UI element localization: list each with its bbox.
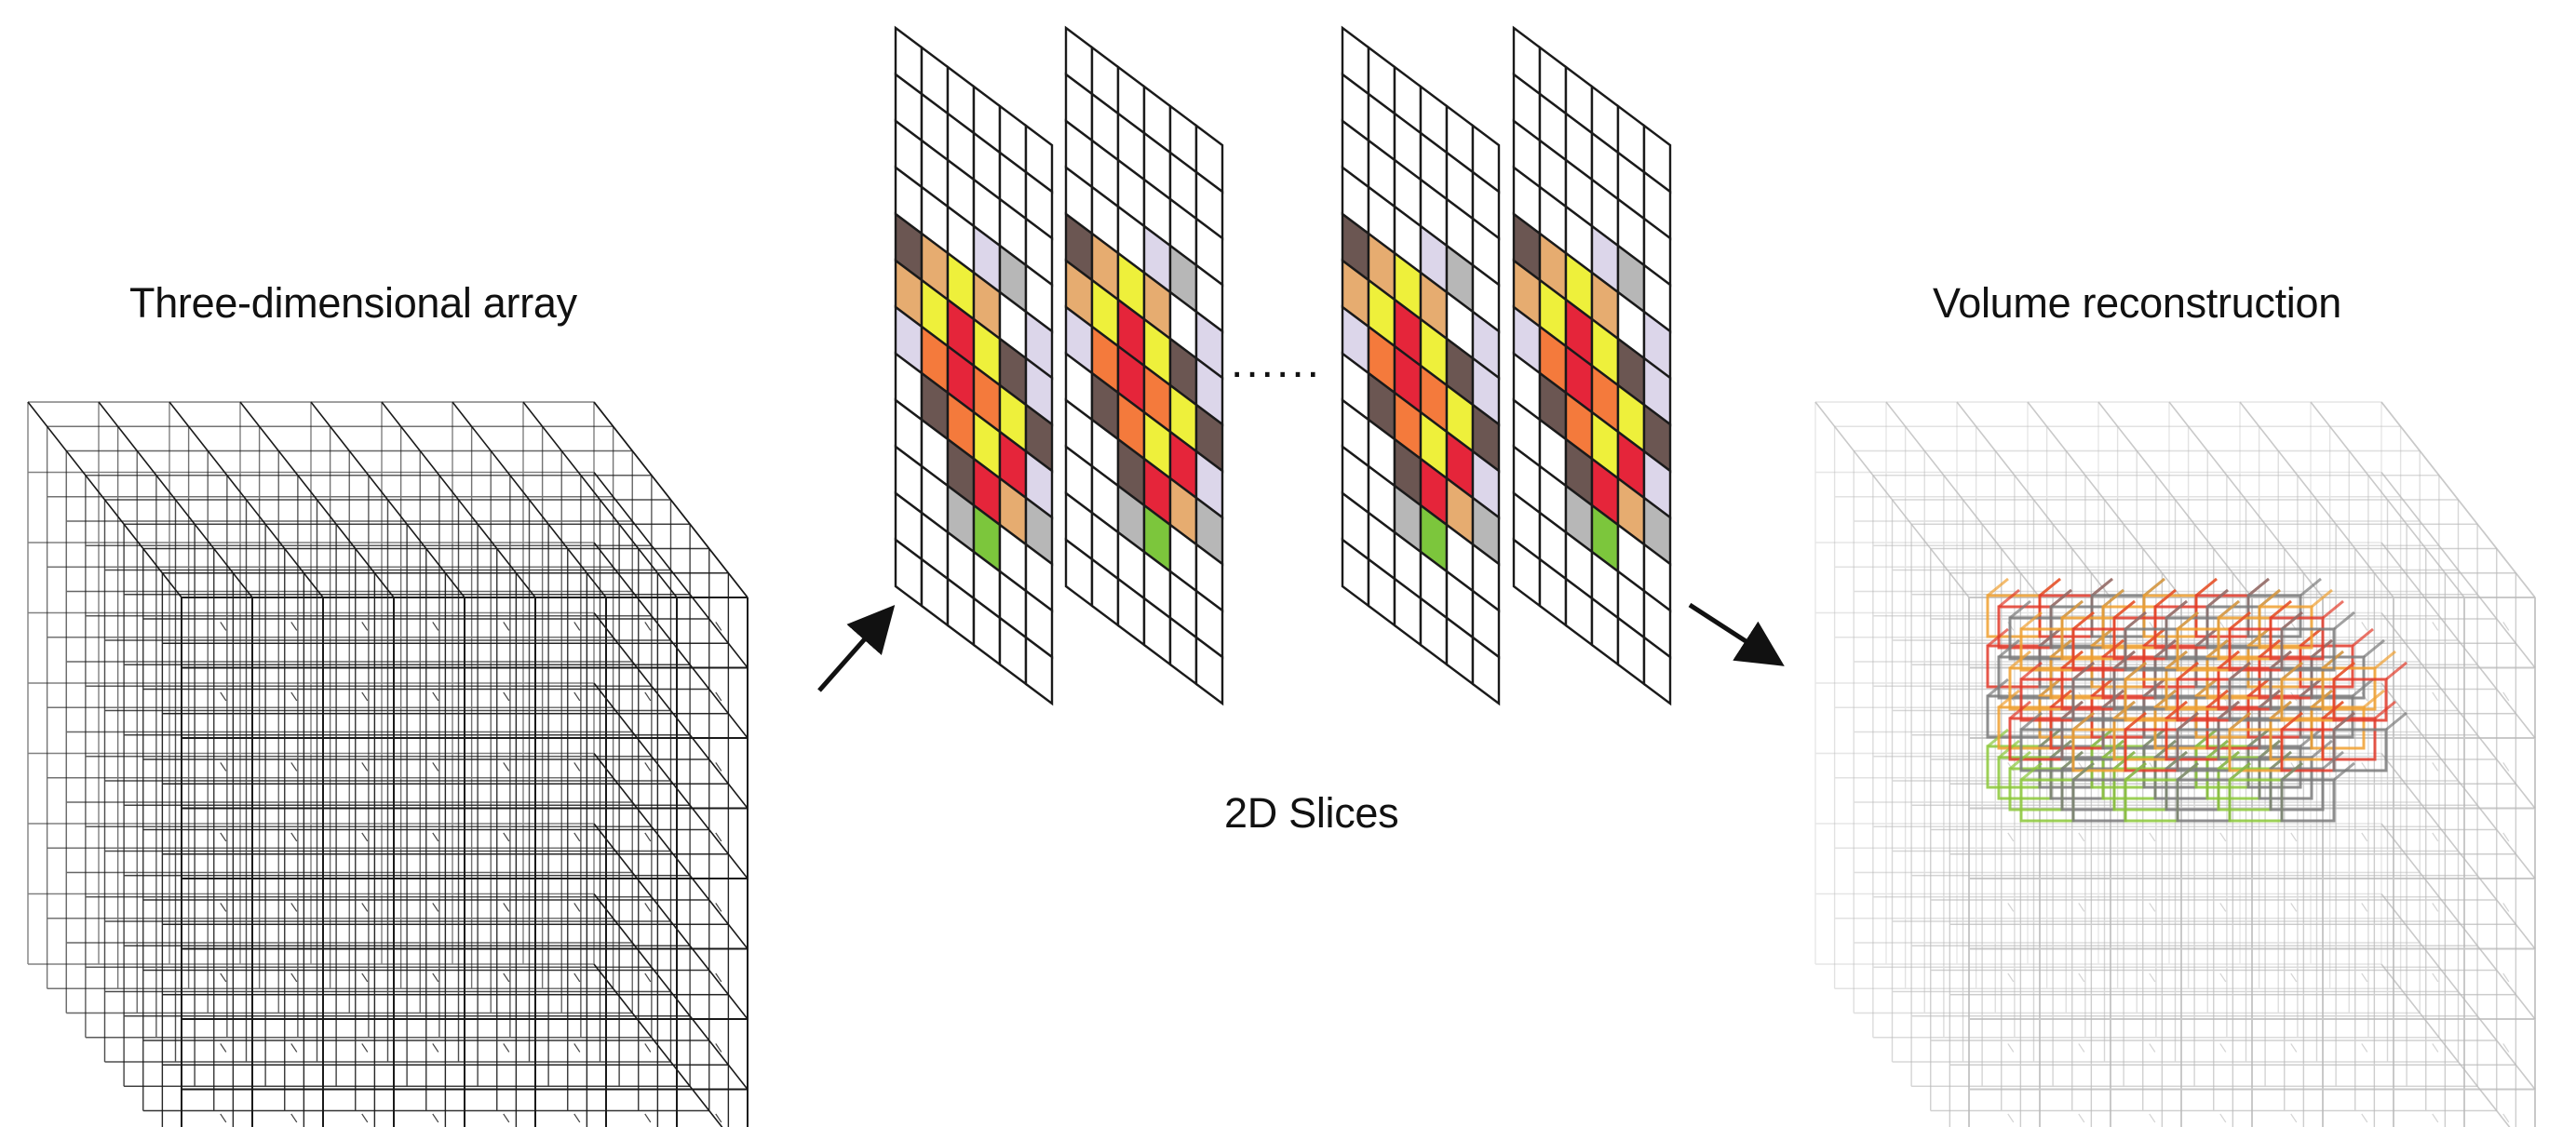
slice-cell [1471, 635, 1501, 706]
reconstructed-voxels [1986, 577, 2407, 823]
cube-layer [46, 425, 614, 989]
cube-front-face [1968, 597, 2536, 1127]
cube-depth-edges [27, 401, 749, 1127]
slice-cell [1024, 635, 1054, 706]
cube-layer [1910, 523, 2478, 1087]
cube-interior-ticks [220, 622, 722, 1123]
cube-layer [65, 449, 633, 1014]
cube-front-face [181, 597, 749, 1127]
cube-layer [123, 523, 691, 1087]
three-dimensional-array-label: Three-dimensional array [129, 279, 577, 327]
slice-1 [894, 25, 1054, 706]
slice-3 [1341, 25, 1501, 706]
cube-layer [27, 401, 595, 965]
cube-layer [161, 572, 730, 1127]
2d-slices-label: 2D Slices [1224, 789, 1399, 837]
cube-layer [103, 499, 672, 1063]
slice-cell [1194, 635, 1224, 706]
volume-reconstruction-cube [1814, 401, 2536, 1127]
slice-4 [1512, 25, 1672, 706]
slices-group [894, 25, 1672, 706]
slice-cell [1642, 635, 1672, 706]
cube-layer [85, 475, 653, 1039]
three-dimensional-array-cube [27, 401, 749, 1127]
arrow-down-right-icon [1688, 602, 1785, 666]
cube-layer [1930, 547, 2498, 1112]
cube-layer [1814, 401, 2382, 965]
arrow-up-right-icon [817, 605, 896, 692]
cube-depth-edges [1814, 401, 2536, 1127]
slice-2 [1064, 25, 1224, 706]
ellipsis-label: ...... [1231, 338, 1323, 387]
volume-reconstruction-label: Volume reconstruction [1933, 279, 2341, 327]
cube-layer [142, 547, 710, 1112]
